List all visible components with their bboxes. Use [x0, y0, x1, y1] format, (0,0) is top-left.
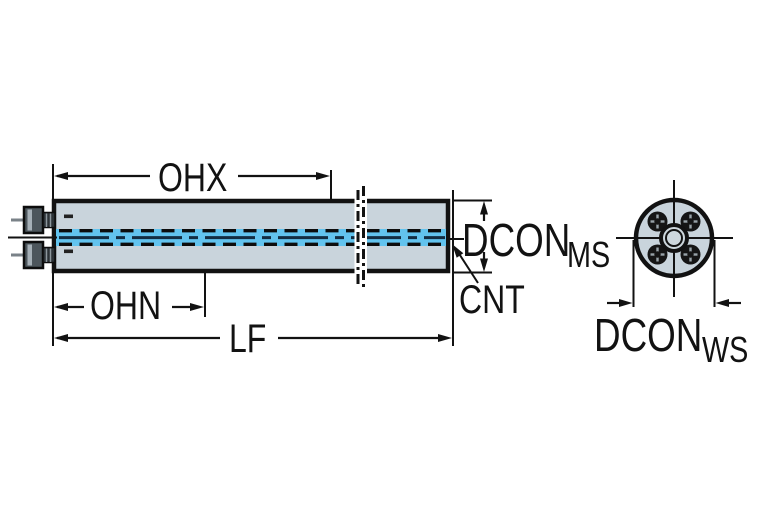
- lf-label: LF: [229, 316, 266, 361]
- dcon-ms-label: DCON: [462, 214, 570, 266]
- dimension-dcon-ws: DCON WS: [594, 240, 748, 370]
- dimension-ohn: OHN: [54, 283, 204, 328]
- screw-head-highlight: [27, 209, 32, 231]
- screw-thread: [42, 246, 56, 264]
- lf-arrow-right-icon: [438, 334, 452, 342]
- dcon-ws-arrow-left-icon: [715, 299, 729, 307]
- dimension-lf: LF: [54, 316, 452, 361]
- ohx-arrow-right-icon: [316, 172, 330, 180]
- screw-axis-mark-bottom: [64, 249, 73, 254]
- screw-hole: [680, 244, 701, 265]
- center-bore-outer-ring: [659, 223, 689, 253]
- screw-hole: [647, 211, 668, 232]
- side-view: OHX: [8, 155, 610, 361]
- ohn-label: OHN: [90, 283, 161, 328]
- screw-thread: [42, 211, 56, 229]
- cnt-leader-arrow-icon: [452, 244, 464, 258]
- clamping-screw-top: [11, 205, 56, 235]
- screw-hole: [647, 244, 668, 265]
- screw-head: [22, 205, 45, 235]
- screw-axis-mark-top: [64, 214, 73, 219]
- dimension-ohx: OHX: [54, 155, 330, 200]
- ohn-arrow-right-icon: [190, 303, 204, 311]
- dcon-ms-subscript: MS: [567, 234, 610, 275]
- center-bore-inner-ring: [665, 229, 683, 247]
- ohn-arrow-left-icon: [54, 303, 68, 311]
- front-screw-holes: [647, 211, 701, 265]
- screw-head: [22, 240, 45, 270]
- cnt-label: CNT: [459, 277, 525, 322]
- lf-arrow-left-icon: [54, 334, 68, 342]
- screw-hole: [680, 211, 701, 232]
- dcon-ws-label: DCON: [594, 309, 702, 361]
- break-halo: [354, 185, 367, 291]
- clamping-screw-bottom: [11, 240, 56, 270]
- callout-cnt: CNT: [452, 244, 525, 322]
- coolant-channel: [56, 228, 446, 247]
- dimension-dcon-ms: DCON MS: [452, 199, 610, 275]
- ohx-label: OHX: [158, 155, 227, 200]
- front-view: DCON WS: [594, 180, 748, 370]
- dcon-ms-arrow-up-icon: [480, 201, 488, 215]
- length-break-symbol: [354, 185, 367, 291]
- dcon-ws-subscript: WS: [702, 329, 748, 370]
- dcon-ms-arrow-down-icon: [480, 258, 488, 272]
- center-bore: [659, 223, 689, 253]
- screw-head-highlight: [27, 244, 32, 266]
- ohx-arrow-left-icon: [54, 172, 68, 180]
- dcon-ws-arrow-right-icon: [619, 299, 633, 307]
